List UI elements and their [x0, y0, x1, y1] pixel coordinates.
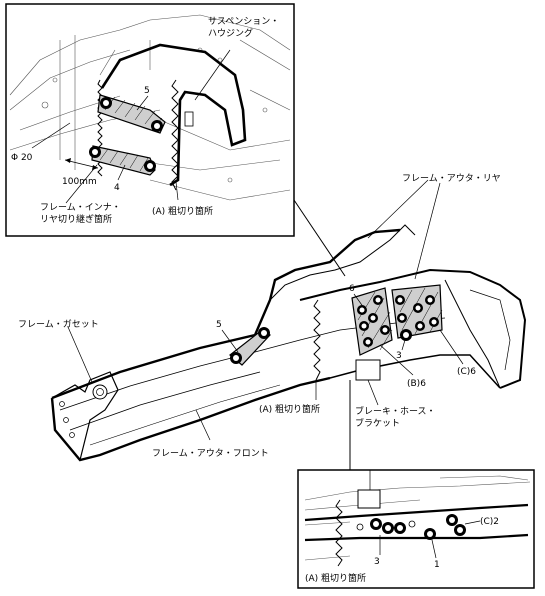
weld-spot-5b-inner	[154, 123, 160, 129]
frame-midline-3	[89, 384, 281, 446]
detail-frame-top	[304, 503, 529, 522]
weld-spot-4a-inner	[92, 149, 98, 155]
part-5-top	[97, 94, 166, 134]
front-hole-1	[59, 401, 65, 407]
detail-frame-bottom	[304, 533, 529, 542]
leader-main-6	[353, 293, 365, 309]
rear-bottom-edge	[329, 354, 501, 389]
bottom-inset: 3 1 (C)2 (A) 粗切り箇所	[297, 469, 535, 589]
leader-brake-bracket	[367, 379, 379, 406]
label-frame-outer-front: フレーム・アウタ・フロント	[152, 448, 269, 459]
rear-upper-structure	[269, 224, 416, 301]
rear-end-detail	[444, 279, 501, 389]
leader-main-5	[221, 329, 239, 353]
label-inner-rear-joint: フレーム・インナ・リヤ切り継ぎ箇所	[40, 202, 121, 225]
rear-end-detail-2	[469, 289, 511, 371]
label-rough-cut-bottom: (A) 粗切り箇所	[305, 572, 366, 584]
leader-gusset	[67, 326, 93, 383]
frame-midline-2	[69, 371, 261, 431]
leader-detail-1	[431, 539, 437, 559]
frame-midline-1	[59, 339, 301, 411]
label-brake-hose-bracket: ブレーキ・ホース・ブラケット	[355, 405, 436, 429]
brake-hose-bracket-shape	[355, 359, 381, 381]
callout-main-6: 6	[349, 284, 355, 294]
weld-5-main-a-inner	[233, 355, 239, 361]
frame-top-edge	[51, 228, 401, 400]
bottom-inset-structure	[304, 475, 531, 561]
callout-top-5: 5	[144, 86, 150, 96]
leader-top-4	[117, 164, 126, 181]
label-frame-gusset: フレーム・ガセット	[18, 319, 99, 330]
main-frame: フレーム・アウタ・リヤ フレーム・ガセット 5 6 3 (B)6 (C)6 (A…	[18, 173, 527, 462]
bracket-small	[184, 111, 194, 127]
weld-spot-5a-inner	[103, 100, 109, 106]
weld-5-main-b-inner	[261, 330, 267, 336]
leader-frame-outer-rear	[367, 179, 429, 239]
callout-main-5: 5	[216, 320, 222, 330]
callout-main-3: 3	[396, 351, 402, 361]
rough-cut-line-main	[313, 299, 321, 381]
leader-outer-front	[195, 409, 211, 441]
leader-main-3	[401, 339, 406, 351]
front-hole-3	[69, 432, 75, 438]
top-inset-structure	[9, 14, 291, 201]
leader-suspension	[194, 49, 231, 101]
frame-outer-rear-outline	[299, 268, 527, 389]
gusset-hole-inner	[96, 388, 104, 396]
label-c6: (C)6	[457, 367, 476, 377]
leader-c2	[464, 520, 481, 525]
label-100mm: 100mm	[62, 177, 97, 187]
callout-top-4: 4	[114, 183, 120, 193]
part-4-top-hatch	[99, 148, 149, 172]
label-suspension-housing: サスペンション・ハウジング	[208, 16, 279, 39]
label-rough-cut-mid: (A) 粗切り箇所	[259, 403, 320, 415]
weld-spot-4b-inner	[147, 163, 153, 169]
dim-line	[64, 159, 99, 169]
suspension-housing-outline	[100, 43, 247, 187]
callout-detail-1: 1	[434, 560, 440, 570]
label-b6: (B)6	[407, 379, 426, 389]
leader-c6	[439, 329, 464, 365]
detail-hole-1	[356, 523, 364, 531]
detail-hole-2	[408, 520, 416, 528]
leader-top-5	[136, 95, 149, 111]
front-hole-2	[63, 417, 69, 423]
frame-bottom-edge	[50, 376, 331, 462]
dim-arrow-left	[65, 158, 71, 163]
frame-gusset-shape	[51, 371, 119, 461]
label-frame-outer-rear: フレーム・アウタ・リヤ	[402, 173, 501, 184]
gusset-hole	[92, 384, 108, 400]
leader-phi20	[31, 122, 71, 149]
label-rough-cut-top: (A) 粗切り箇所	[152, 205, 213, 217]
top-inset: サスペンション・ハウジング Φ 20 100mm 5 4 フレーム・インナ・リヤ…	[5, 3, 295, 237]
callout-detail-3: 3	[374, 557, 380, 567]
weld-spots-main	[357, 295, 439, 347]
rough-cut-line-bottom	[335, 499, 343, 567]
weld-spots-bottom	[370, 514, 466, 540]
inset-link-top	[293, 199, 346, 277]
part-4-top	[91, 145, 156, 176]
rough-cut-line-top	[171, 79, 179, 191]
leader-outer-rear-2	[414, 182, 441, 280]
detail-bracket	[357, 489, 381, 509]
leader-rough-cut-top	[175, 181, 179, 201]
label-phi20: Φ 20	[11, 153, 33, 163]
leader-b6	[379, 344, 414, 376]
leader-inner-joint	[65, 164, 98, 204]
label-c2: (C)2	[480, 517, 499, 527]
